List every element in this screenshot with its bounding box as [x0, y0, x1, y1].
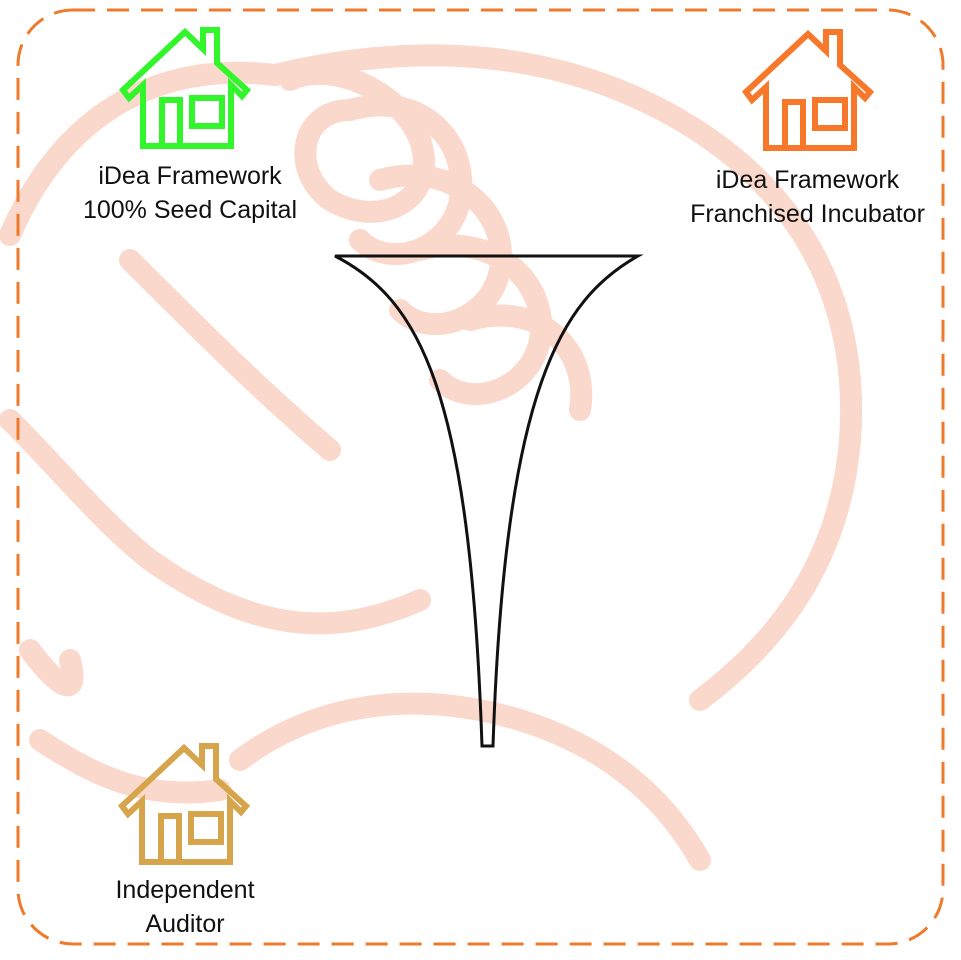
seed-capital-line2: 100% Seed Capital	[82, 196, 298, 224]
seed-capital-house-icon	[118, 27, 252, 149]
franchised-incubator-line2: Franchised Incubator	[690, 200, 925, 228]
lightbulb-watermark-icon	[0, 44, 862, 871]
diagram-border	[16, 8, 945, 946]
independent-auditor-line1: Independent	[115, 876, 255, 904]
independent-auditor-label: Independent Auditor	[70, 873, 300, 941]
franchised-incubator-line1: iDea Framework	[715, 166, 900, 194]
franchised-incubator-label: iDea Framework Franchised Incubator	[660, 163, 955, 231]
franchised-incubator-house-icon	[741, 29, 875, 151]
funnel-icon	[334, 254, 644, 748]
seed-capital-line1: iDea Framework	[98, 162, 282, 190]
independent-auditor-house-icon	[117, 743, 251, 865]
seed-capital-label: iDea Framework 100% Seed Capital	[45, 159, 335, 227]
independent-auditor-line2: Auditor	[145, 910, 225, 938]
